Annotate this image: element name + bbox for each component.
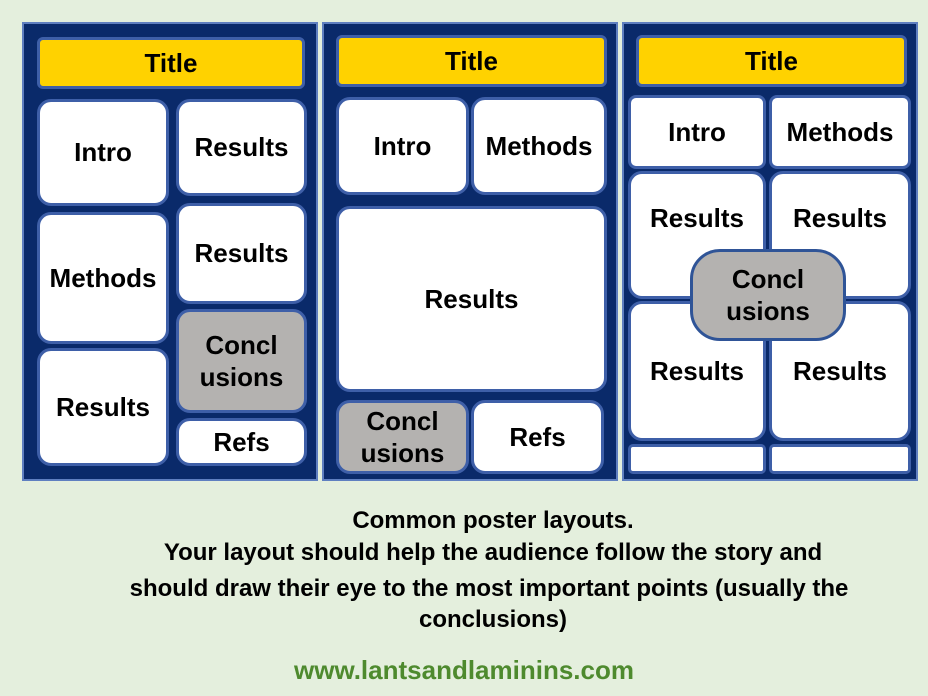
footer-strip-right [769, 444, 911, 474]
results-box-middle: Results [176, 203, 307, 304]
refs-box: Refs [176, 418, 307, 466]
refs-box: Refs [471, 400, 604, 474]
results-box: Results [336, 206, 607, 392]
intro-box: Intro [37, 99, 169, 206]
caption-line-3: should draw their eye to the most import… [129, 575, 849, 602]
poster-layout-one: Title Intro Results Methods Results Conc… [22, 22, 318, 481]
methods-box: Methods [471, 97, 607, 195]
results-box-top: Results [176, 99, 307, 196]
poster-layout-three: Title Intro Methods Results Results Resu… [622, 22, 918, 481]
title-box: Title [37, 37, 305, 89]
results-box-bottom: Results [37, 348, 169, 466]
conclusions-box: Concl usions [176, 309, 307, 413]
title-box: Title [636, 35, 907, 87]
poster-layout-two: Title Intro Methods Results Concl usions… [322, 22, 618, 481]
website-url: www.lantsandlaminins.com [294, 655, 634, 685]
caption-line-4: conclusions) [418, 606, 568, 633]
intro-box: Intro [628, 95, 766, 169]
conclusions-box: Concl usions [690, 249, 846, 341]
footer-strip-left [628, 444, 766, 474]
methods-box: Methods [37, 212, 169, 344]
title-box: Title [336, 35, 607, 87]
caption-line-1: Common poster layouts. [352, 507, 634, 534]
methods-box: Methods [769, 95, 911, 169]
conclusions-box: Concl usions [336, 400, 469, 474]
caption-line-2: Your layout should help the audience fol… [163, 539, 823, 566]
intro-box: Intro [336, 97, 469, 195]
